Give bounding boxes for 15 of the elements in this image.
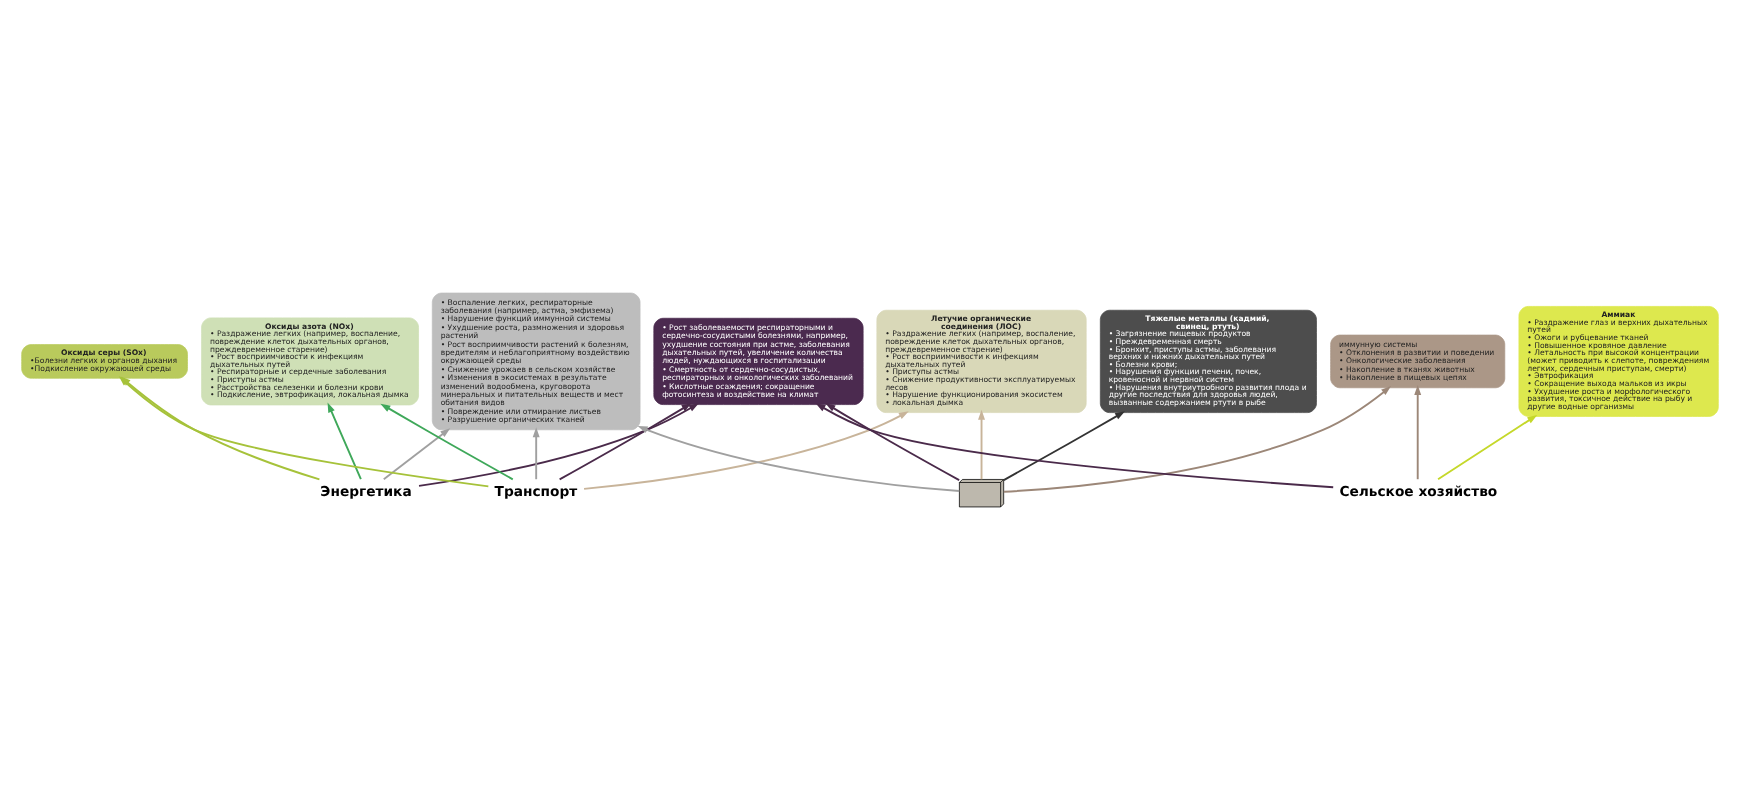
arrow	[1002, 411, 1126, 482]
arrow	[418, 403, 699, 487]
arrow	[532, 427, 540, 481]
arrow	[1414, 385, 1422, 481]
arrow	[583, 411, 909, 490]
arrow	[558, 403, 692, 481]
arrow	[1437, 414, 1538, 481]
arrow	[382, 428, 451, 481]
arrow	[327, 402, 362, 481]
arrow	[978, 409, 985, 481]
arrow	[825, 403, 961, 482]
arrow	[637, 426, 961, 492]
arrow	[380, 403, 514, 481]
arrow	[1002, 386, 1392, 493]
arrow	[815, 403, 1335, 489]
